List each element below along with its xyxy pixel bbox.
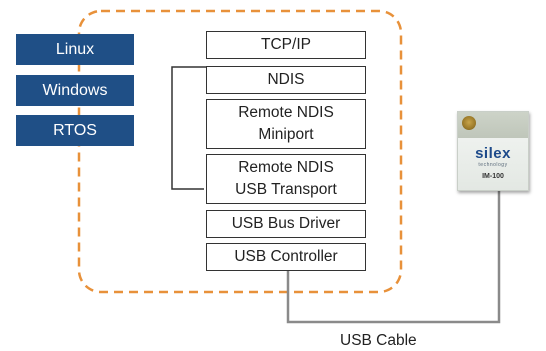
layer-rndis-miniport-line1: Remote NDIS (238, 104, 334, 121)
layer-rndis-miniport: Remote NDIS Miniport (206, 99, 366, 149)
os-badge-linux: Linux (16, 34, 134, 65)
os-badge-rtos: RTOS (16, 115, 134, 146)
layer-tcpip-label: TCP/IP (261, 36, 311, 53)
module-shield (458, 112, 528, 138)
layer-ndis: NDIS (206, 66, 366, 94)
usb-cable-label: USB Cable (340, 332, 417, 349)
layer-rndis-miniport-line2: Miniport (258, 126, 314, 143)
layer-rndis-usb-line2: USB Transport (235, 181, 337, 198)
module-model-label: IM-100 (482, 173, 504, 180)
module-brand-sub: technology (478, 162, 508, 168)
os-badge-windows: Windows (16, 75, 134, 106)
layer-usb-bus-label: USB Bus Driver (231, 215, 341, 232)
layer-ndis-label: NDIS (267, 71, 305, 88)
layer-tcpip: TCP/IP (206, 31, 366, 59)
module-brand-logo: silex (475, 145, 511, 162)
layer-rndis-usb-line1: Remote NDIS (238, 159, 334, 176)
usb-cable-line (286, 191, 501, 324)
ndis-bracket (171, 66, 208, 190)
antenna-icon (462, 116, 476, 130)
layer-rndis-usb-transport: Remote NDIS USB Transport (206, 154, 366, 204)
host-boundary (77, 9, 403, 294)
layer-usb-controller: USB Controller (206, 243, 366, 271)
layer-usb-controller-label: USB Controller (234, 248, 338, 265)
wireless-module-icon: silex technology IM-100 (457, 111, 529, 191)
layer-usb-bus-driver: USB Bus Driver (206, 210, 366, 238)
